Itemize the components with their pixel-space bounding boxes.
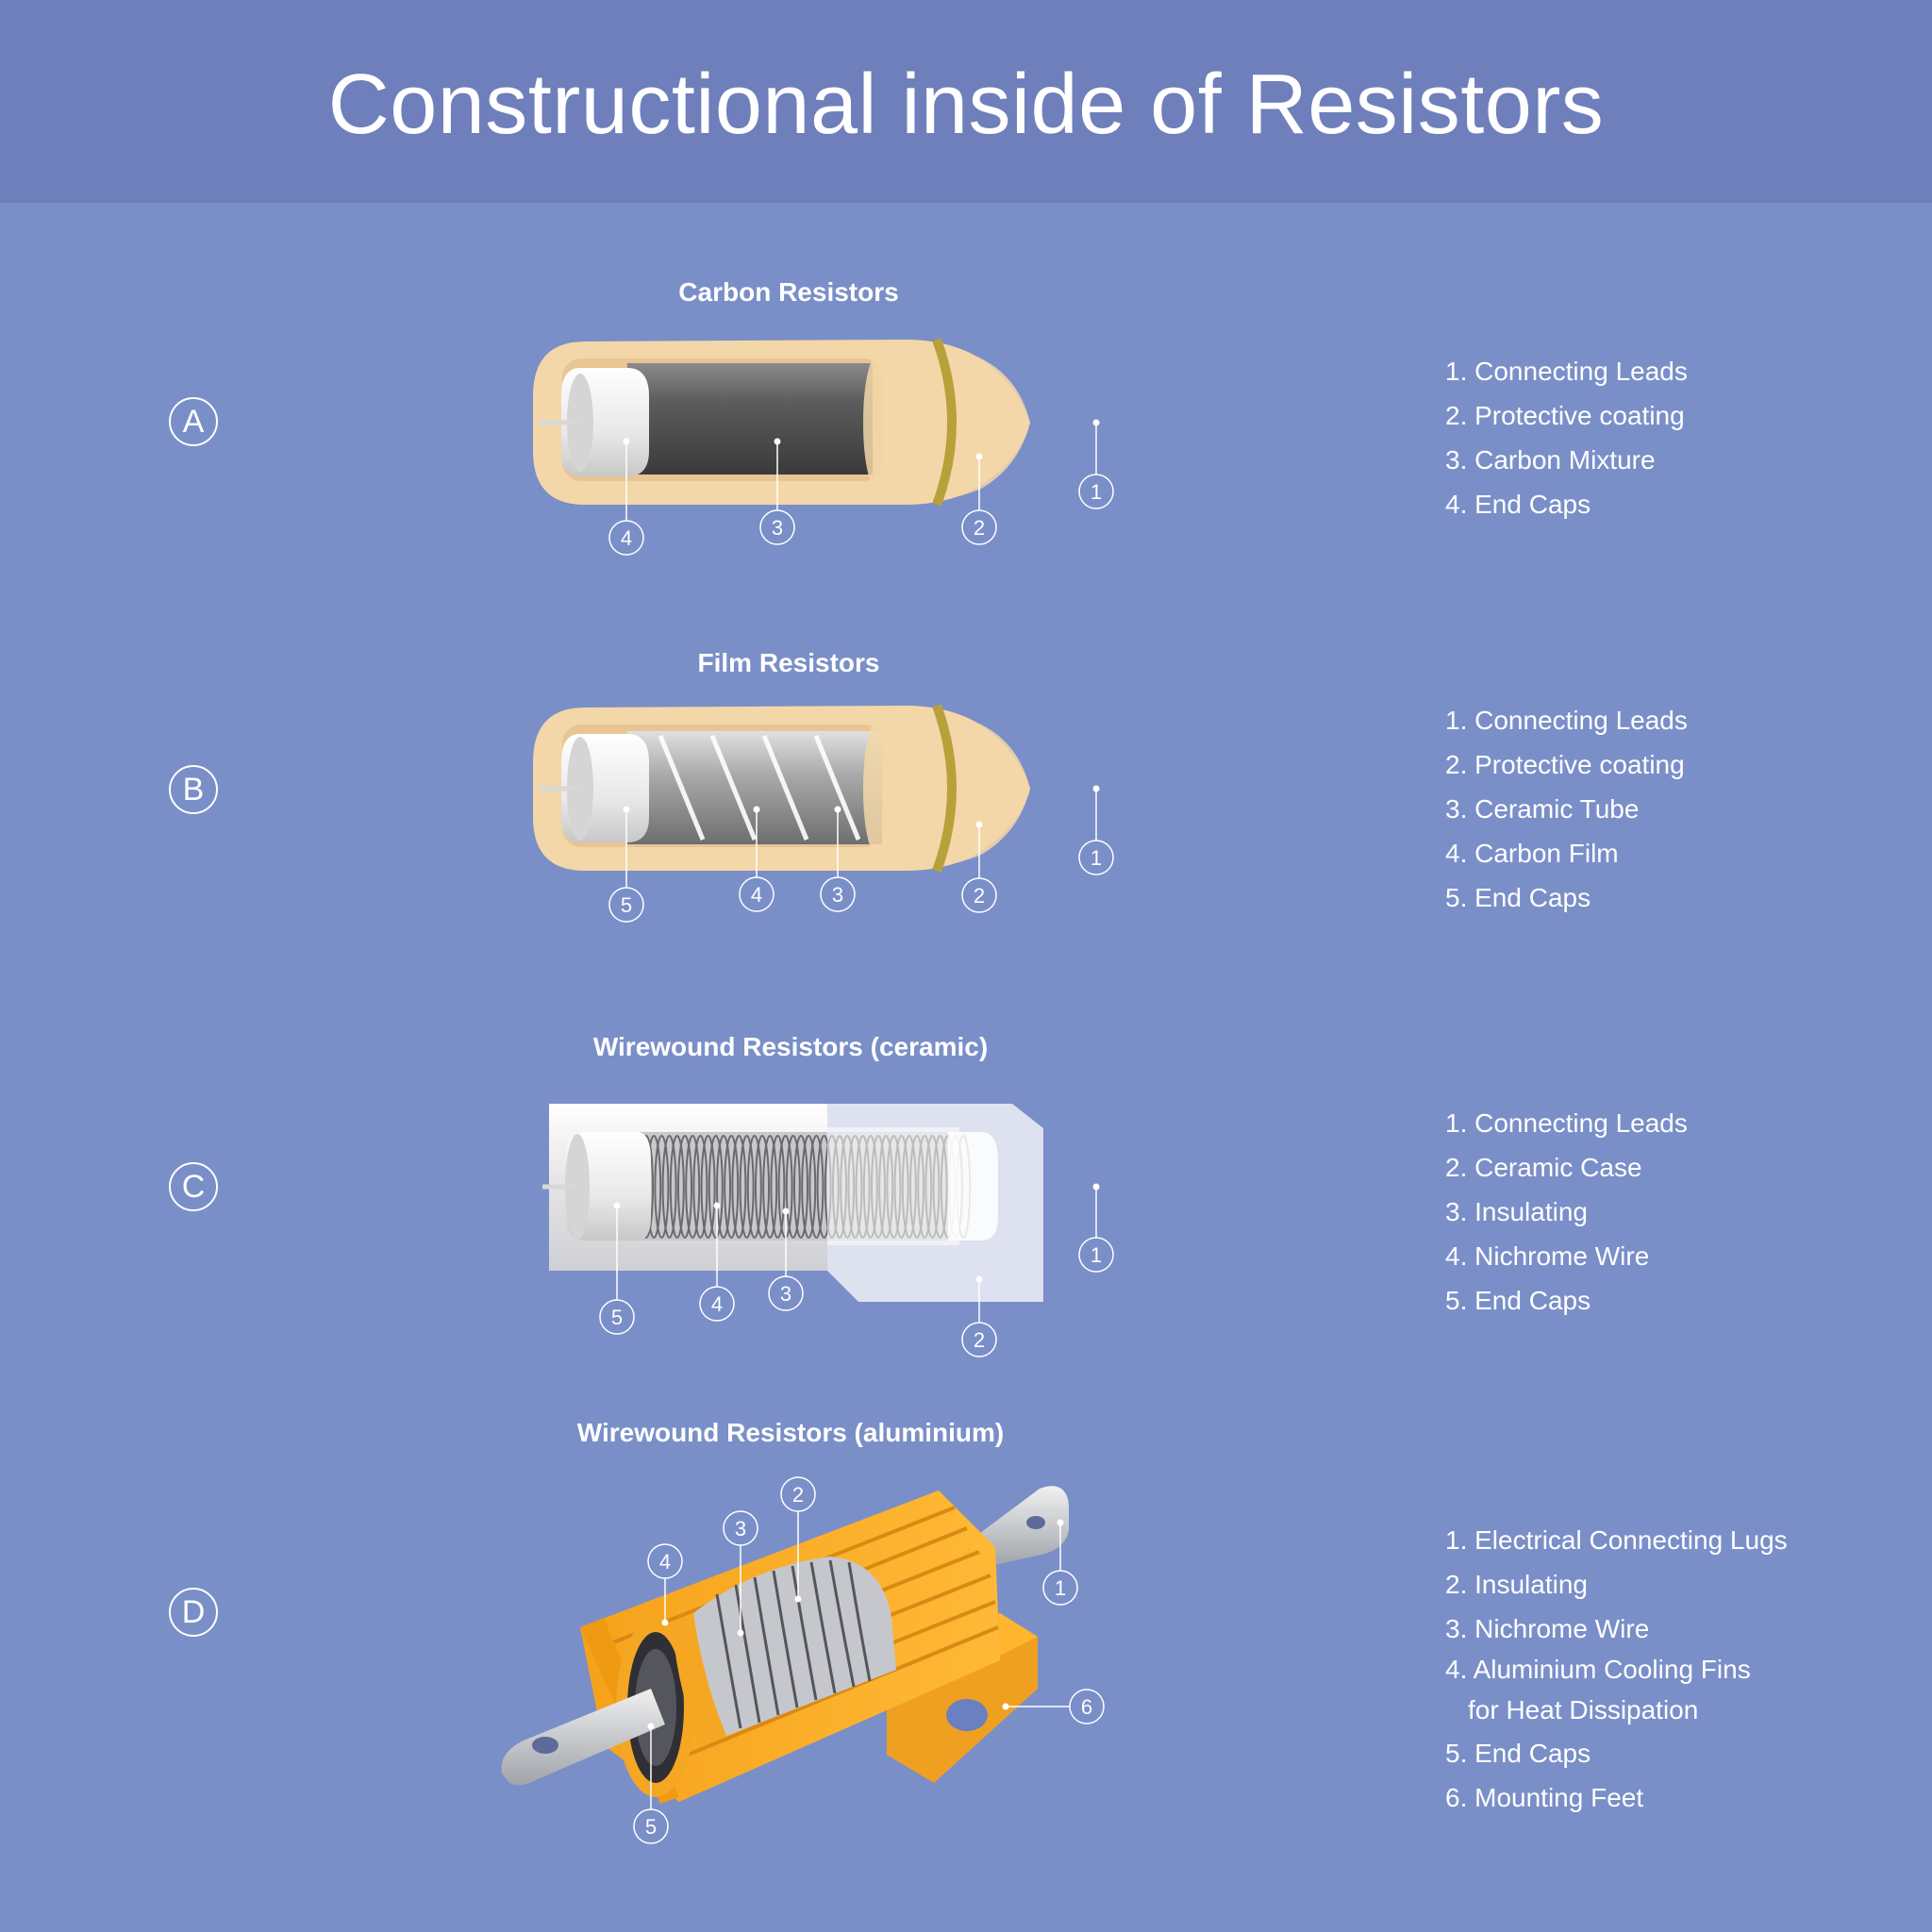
callout-label: 4 <box>659 1550 671 1574</box>
wirewound-ceramic-illustration <box>271 1104 1299 1302</box>
legend-wirewound-ceramic: 1. Connecting Leads 2. Ceramic Case 3. I… <box>1445 1101 1688 1323</box>
callout-label: 4 <box>711 1292 723 1316</box>
legend-item: 3. Ceramic Tube <box>1445 794 1640 824</box>
coil-loop <box>793 1135 808 1239</box>
legend-item: for Heat Dissipation <box>1468 1695 1699 1724</box>
film-resistor-illustration <box>275 704 1292 873</box>
legend-carbon: 1. Connecting Leads 2. Protective coatin… <box>1445 349 1688 526</box>
callout-label: 2 <box>974 516 985 540</box>
coil-loop <box>708 1135 724 1239</box>
callout-label: 4 <box>751 883 762 907</box>
film-callouts: 5 4 3 2 1 <box>608 785 1114 923</box>
coil-loop <box>685 1135 701 1239</box>
carbon-callouts: 4 3 2 1 <box>608 419 1114 556</box>
callout-label: 5 <box>611 1306 623 1329</box>
coil-loop <box>661 1135 677 1239</box>
coil-loop <box>669 1135 685 1239</box>
wirewound-aluminium-illustration <box>501 1486 1069 1804</box>
callout-label: 3 <box>780 1282 791 1306</box>
coil-loop <box>739 1135 755 1239</box>
coil-loop <box>770 1135 786 1239</box>
coil-loop <box>700 1135 716 1239</box>
section-title-carbon: Carbon Resistors <box>678 277 899 307</box>
callout-label: 2 <box>792 1483 804 1507</box>
legend-item: 1. Connecting Leads <box>1445 357 1688 386</box>
callout-label: 3 <box>735 1517 746 1541</box>
callout-label: 1 <box>1055 1576 1066 1600</box>
legend-item: 1. Connecting Leads <box>1445 706 1688 735</box>
badge-a: A <box>169 397 218 446</box>
legend-item: 2. Protective coating <box>1445 750 1685 779</box>
callout-label: 1 <box>1091 1243 1102 1267</box>
legend-item: 2. Protective coating <box>1445 401 1685 430</box>
callout-label: 5 <box>621 893 632 917</box>
coil-loop <box>677 1135 692 1239</box>
coil-loop <box>755 1135 770 1239</box>
coil-loop <box>808 1135 824 1239</box>
legend-item: 3. Insulating <box>1445 1197 1588 1226</box>
page-title: Constructional inside of Resistors <box>327 58 1605 152</box>
legend-item: 5. End Caps <box>1445 1739 1591 1768</box>
section-title-wirewound-aluminium: Wirewound Resistors (aluminium) <box>576 1418 1005 1447</box>
legend-item: 1. Connecting Leads <box>1445 1108 1688 1138</box>
callout-label: 3 <box>772 516 783 540</box>
legend-item: 2. Insulating <box>1445 1570 1588 1599</box>
callout-label: 5 <box>645 1815 657 1839</box>
coil-loop <box>692 1135 708 1239</box>
legend-item: 4. End Caps <box>1445 490 1591 519</box>
legend-item: 1. Electrical Connecting Lugs <box>1445 1525 1788 1555</box>
legend-item: 5. End Caps <box>1445 1286 1591 1315</box>
badge-d: D <box>169 1588 218 1637</box>
callout-label: 2 <box>974 1328 985 1352</box>
section-title-film: Film Resistors <box>697 648 880 677</box>
legend-item: 3. Nichrome Wire <box>1445 1614 1650 1643</box>
legend-item: 4. Carbon Film <box>1445 839 1619 868</box>
header-bar <box>0 0 1932 203</box>
coil-loop <box>762 1135 778 1239</box>
legend-item: 2. Ceramic Case <box>1445 1153 1642 1182</box>
coil-loop <box>731 1135 747 1239</box>
coil-loop <box>746 1135 762 1239</box>
legend-wirewound-aluminium: 1. Electrical Connecting Lugs 2. Insulat… <box>1445 1518 1788 1820</box>
legend-film: 1. Connecting Leads 2. Protective coatin… <box>1445 698 1688 920</box>
wirewound-aluminium-callouts: 4 3 2 1 6 5 <box>633 1476 1105 1844</box>
badge-b: B <box>169 765 218 814</box>
wirewound-ceramic-callouts: 5 4 3 2 1 <box>599 1183 1114 1357</box>
callout-label: 2 <box>974 884 985 908</box>
callout-label: 4 <box>621 526 632 550</box>
callout-label: 6 <box>1081 1695 1092 1719</box>
legend-item: 5. End Caps <box>1445 883 1591 912</box>
callout-label: 1 <box>1091 846 1102 870</box>
coil-loop <box>801 1135 817 1239</box>
badge-c: C <box>169 1162 218 1211</box>
callout-label: 3 <box>832 883 843 907</box>
callout-label: 1 <box>1091 480 1102 504</box>
carbon-resistor-illustration <box>275 338 1292 507</box>
legend-item: 3. Carbon Mixture <box>1445 445 1656 475</box>
legend-item: 4. Nichrome Wire <box>1445 1241 1650 1271</box>
coil-loop <box>716 1135 731 1239</box>
coil-loop <box>654 1135 670 1239</box>
legend-item: 4. Aluminium Cooling Fins <box>1445 1655 1751 1684</box>
coil-loop <box>724 1135 740 1239</box>
legend-item: 6. Mounting Feet <box>1445 1783 1644 1812</box>
section-title-wirewound-ceramic: Wirewound Resistors (ceramic) <box>592 1032 989 1061</box>
coil-loop <box>785 1135 801 1239</box>
